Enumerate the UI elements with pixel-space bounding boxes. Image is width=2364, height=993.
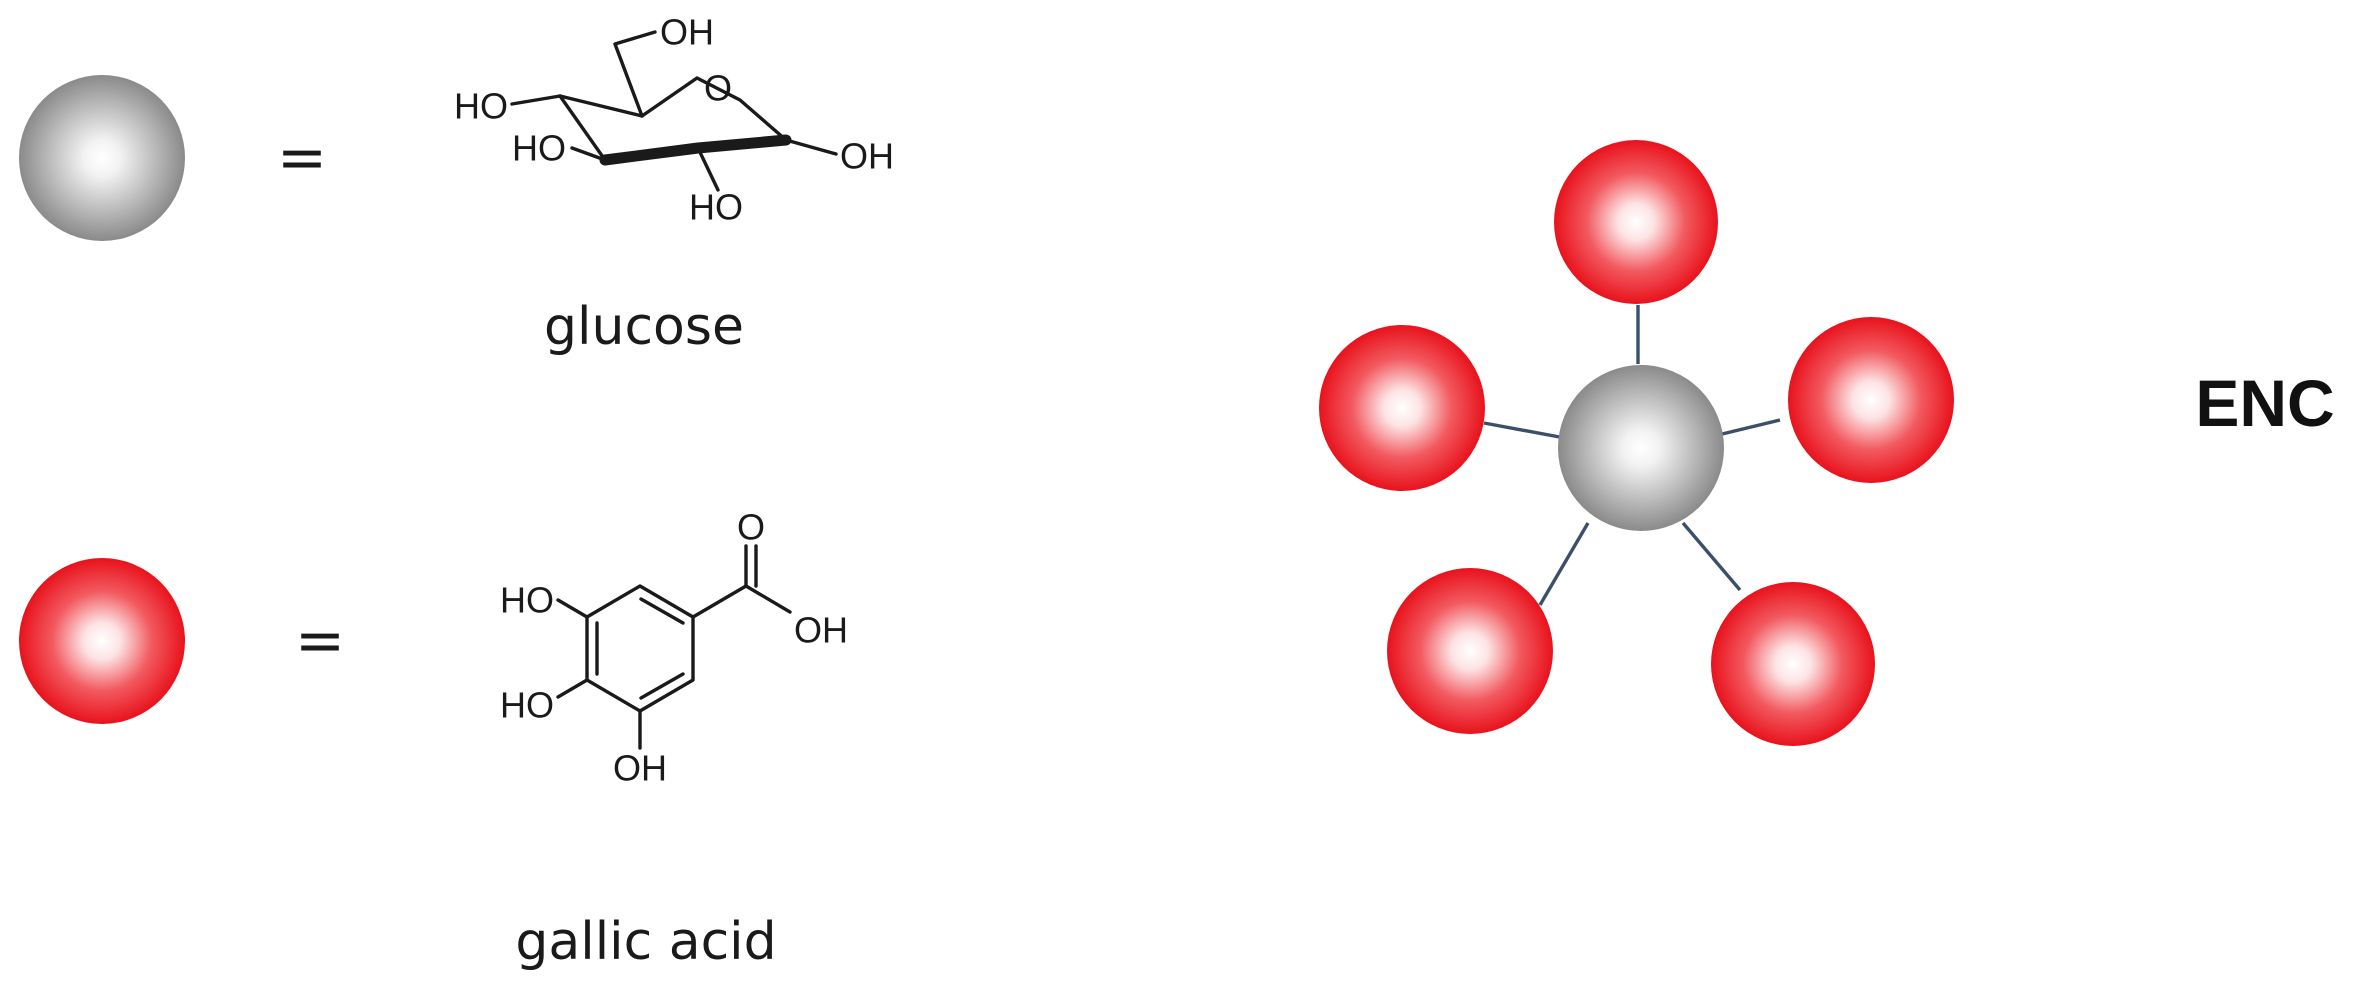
gallic-oh-bottom: OH [613,748,667,789]
gallic-carbonyl-oxygen: O [737,507,765,548]
linker-right [1717,418,1781,437]
glucose-ring-oxygen: O [704,68,732,109]
enc-gallic-lower-left-icon [1387,568,1553,734]
enc-gallic-right-icon [1788,317,1954,483]
enc-gallic-left-icon [1319,325,1485,491]
glucose-ho-bottom: HO [689,187,743,228]
glucose-oh-top: OH [660,12,714,53]
gallic-acid-caption: gallic acid [515,912,776,972]
linker-lower-right [1681,521,1742,592]
glucose-oh-right: OH [840,136,894,177]
glucose-ho-left: HO [454,86,508,127]
linker-left [1483,421,1566,440]
glucose-ho-mid: HO [512,128,566,169]
linker-lower-left [1538,522,1590,606]
gallic-acid-sphere-icon [19,558,185,724]
glucose-equals-sign: = [277,123,327,193]
gallic-ho-middle: HO [500,685,554,726]
enc-linkers [1483,305,1781,606]
gallic-oh-acid: OH [794,610,848,651]
gallic-acid-structure: HO O OH HO OH [500,507,848,789]
glucose-sphere-icon [19,75,185,241]
glucose-structure: OH HO O HO OH HO [454,12,894,228]
glucose-legend: = OH HO O HO OH HO glucose [19,12,894,357]
enc-gallic-lower-right-icon [1711,582,1875,746]
enc-structure [1319,140,1954,746]
gallic-acid-equals-sign: = [295,606,345,676]
enc-label: ENC [2195,366,2334,440]
gallic-acid-legend: = HO O OH HO OH gallic acid [19,507,848,972]
gallic-ho-upper: HO [500,580,554,621]
enc-glucose-core-icon [1558,365,1724,531]
enc-gallic-top-icon [1554,140,1718,304]
glucose-caption: glucose [544,297,744,357]
